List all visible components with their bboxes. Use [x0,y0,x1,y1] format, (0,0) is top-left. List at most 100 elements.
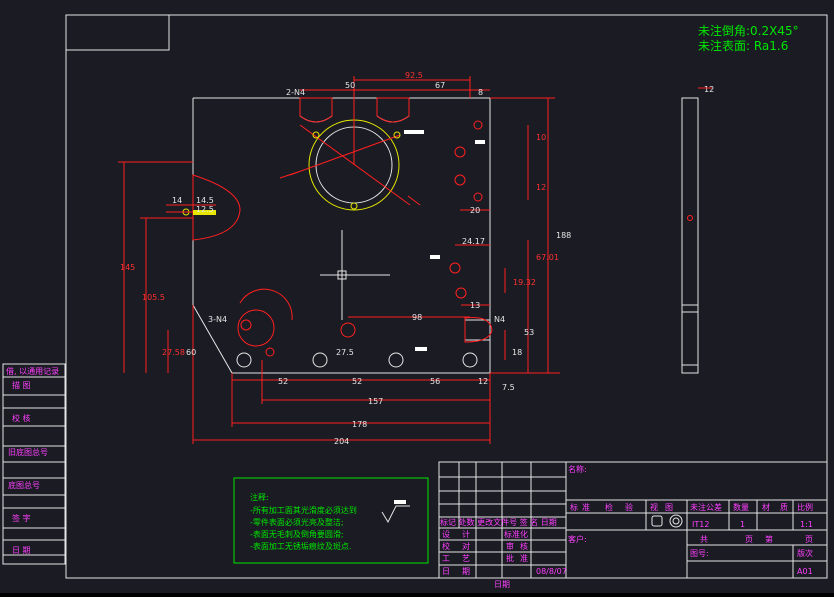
title-scale-label: 比例 [797,502,813,512]
title-r-date-label: 日 [442,567,450,576]
title-r-check: 校 [442,541,450,551]
dim-n4: N4 [494,315,505,324]
title-r-approve-2: 准 [520,553,528,563]
notes-title: 注释: [250,492,269,502]
outer-border [65,14,828,579]
dim-157: 157 [368,397,383,406]
title-material-label-2: 质 [780,502,788,512]
dim-27-58: 27.58 [162,348,185,357]
dim-56: 56 [430,377,440,386]
dim-53: 53 [524,328,534,337]
column-label-6: 签 字 [12,513,31,523]
title-pages: 页 [745,535,753,544]
surface-note: 未注表面: Ra1.6 [698,38,788,53]
title-tol-label: 未注公差 [690,502,722,512]
top-left-block [65,14,170,51]
dim-67: 67 [435,81,445,90]
dim-10: 10 [536,133,546,142]
dim-18: 18 [512,348,522,357]
dim-105-5: 105.5 [142,293,165,302]
left-revision-column: 借, 以通用记录 描 图 校 核 旧底图总号 底图总号 签 字 日 期 [2,363,66,565]
large-bore [279,119,424,211]
title-quasi: 准 [582,502,590,512]
title-block: 名称: 标 准 检 验 视 图 未注公差 数量 材 质 比例 IT12 1 1:… [438,461,828,589]
title-page-no: 第 [765,534,773,544]
title-tol-value: IT12 [692,520,709,529]
title-r-design-2: 计 [462,529,470,539]
dimension-lines [118,76,560,444]
title-figure: 图 [665,503,673,512]
title-std: 标 [570,502,578,512]
title-bottom-date: 日期 [494,580,510,589]
roughness-symbol [381,505,410,524]
chamfer-note: 未注倒角:0.2X45° [698,23,799,38]
title-rev-row: 标记 处数 更改文件号 签 名 日期 [440,517,557,527]
projection-circle-icon [669,514,683,528]
small-holes [182,120,485,368]
title-version-label: 版次 [797,548,813,558]
column-label-1: 借, 以通用记录 [6,366,59,376]
title-r-date: 08/8/07 [536,567,567,576]
title-drawing-no: 图号: [690,549,709,558]
dim-52a: 52 [278,377,288,386]
title-name-label: 名称: [568,464,587,474]
title-r-craft: 工 [442,554,450,563]
dim-12b: 12 [478,377,488,386]
dim-98: 98 [412,313,422,322]
dim-27-5: 27.5 [336,348,354,357]
title-total: 共 [700,535,708,544]
title-r-craft-2: 艺 [462,554,470,563]
title-client: 客户: [568,534,587,544]
dim-204: 204 [334,437,349,446]
dim-8: 8 [478,88,483,97]
dim-3-n4: 3-N4 [208,315,227,324]
dim-178: 178 [352,420,367,429]
title-material-label: 材 [762,502,770,512]
title-r-design: 设 [442,529,450,539]
projection-square-icon [651,515,663,527]
title-qty-label: 数量 [733,502,749,512]
title-r-approve: 批 [506,553,514,563]
notes-box: 注释: -所有加工面其光滑度必须达到 -零件表面必须光亮及整洁; -表面无毛刺及… [233,477,429,564]
center-mark [320,230,390,320]
dim-92-5: 92.5 [405,71,423,80]
title-r-review-2: 核 [520,541,528,551]
dim-14-5: 14.5 [196,196,214,205]
title-version-value: A01 [797,567,813,576]
title-r-date-label-2: 期 [462,567,470,576]
column-label-2: 描 图 [12,380,31,390]
dim-14: 14 [172,196,182,205]
side-view [681,87,712,374]
dim-12c: 12 [704,85,714,94]
dim-20: 20 [470,206,480,215]
title-proof: 验 [625,502,633,512]
dim-12: 12 [536,183,546,192]
title-scale-value: 1:1 [800,520,813,529]
title-qty-value: 1 [740,520,745,529]
dim-12-5: 12.5 [196,205,214,214]
dim-188: 188 [556,231,571,240]
notes-line-1: -所有加工面其光滑度必须达到 [250,505,357,515]
title-inspect: 检 [605,502,613,512]
title-r-std: 标准化 [504,529,528,539]
dim-67-01: 67.01 [536,253,559,262]
dim-50: 50 [345,81,355,90]
dim-13: 13 [470,301,480,310]
hatched-sections [192,97,493,343]
notes-line-4: -表面加工无锈垢痕纹及斑点. [250,541,351,551]
dimension-text: 92.5 50 67 8 2-N4 10 12 20 24.17 67.01 1… [120,71,714,446]
column-label-3: 校 核 [12,413,31,423]
column-label-4: 旧底图总号 [8,447,48,457]
column-label-7: 日 期 [12,546,31,555]
dim-145: 145 [120,263,135,272]
title-view: 视 [650,502,658,512]
column-label-5: 底图总号 [8,480,40,490]
dim-7-5: 7.5 [502,383,515,392]
title-page-no-2: 页 [805,535,813,544]
dim-60: 60 [186,348,196,357]
dim-24-17: 24.17 [462,237,485,246]
title-r-check-2: 对 [462,541,470,551]
title-r-review: 审 [506,541,514,551]
